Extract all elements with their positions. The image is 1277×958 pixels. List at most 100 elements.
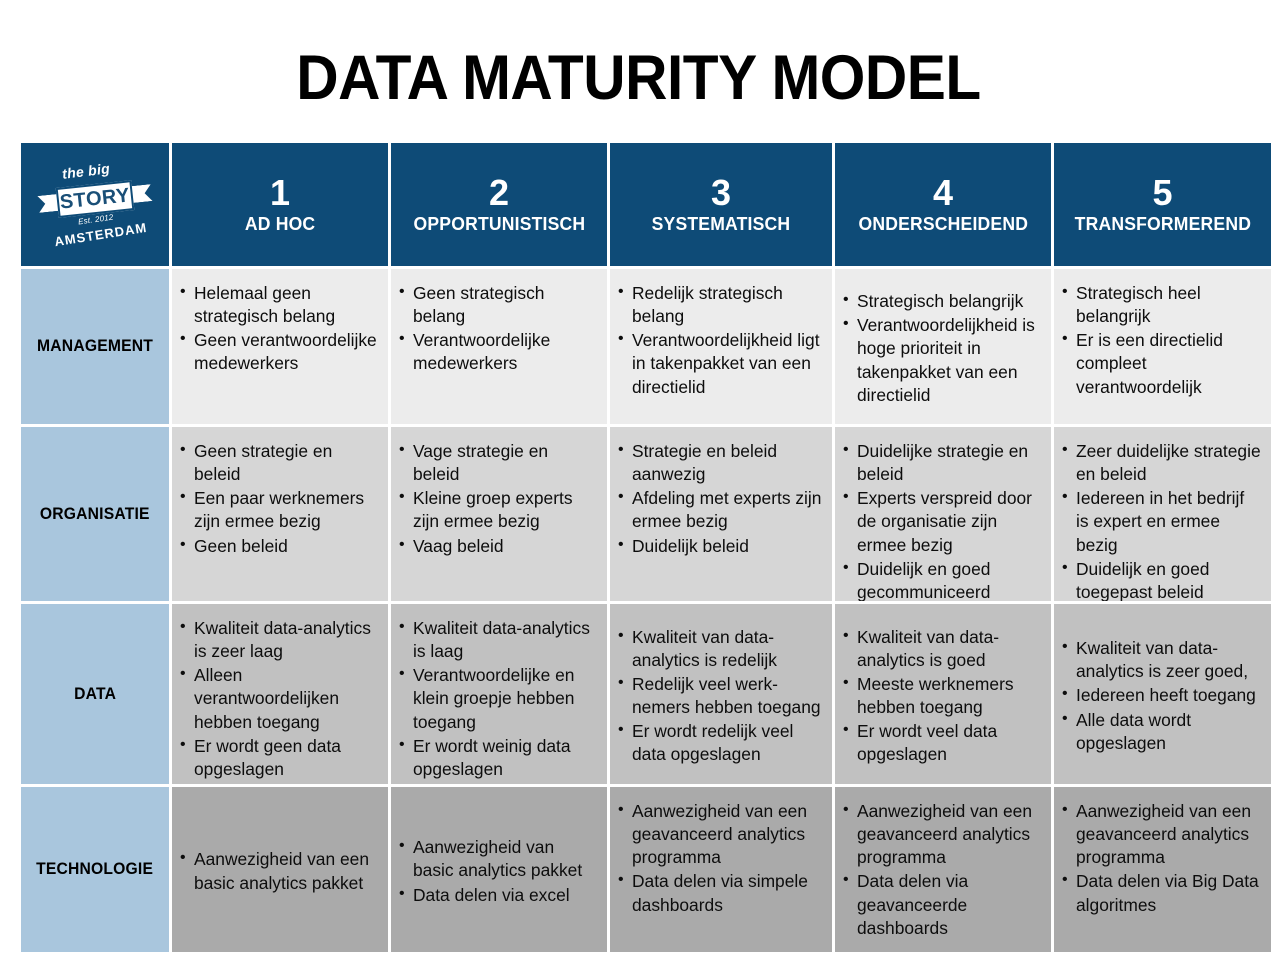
row-label-text: ORGANISATIE bbox=[40, 504, 150, 523]
bullet-list: Kwaliteit van data-analytics is goedMees… bbox=[841, 625, 1041, 768]
bullet-item: Er wordt veel data opgeslagen bbox=[843, 719, 1041, 766]
bullet-item: Duidelijke strategie en beleid bbox=[843, 439, 1041, 486]
bullet-item: Data delen via geavanceerde dashboards bbox=[843, 869, 1041, 939]
matrix-cell-r3-c5: Kwaliteit van data-analytics is zeer goe… bbox=[1054, 604, 1271, 784]
bullet-item: Strategisch heel belangrijk bbox=[1062, 281, 1261, 328]
matrix-cell-r3-c3: Kwaliteit van data-analytics is redelijk… bbox=[610, 604, 832, 784]
bullet-item: Duidelijk en goed gecommuniceerd beleid bbox=[843, 557, 1041, 601]
bullet-list: Geen strategisch belangVerantwoordelijke… bbox=[397, 281, 597, 377]
the-big-story-logo: the big STORY Est. 2012 AMSTERDAM bbox=[32, 159, 158, 251]
matrix-cell-r4-c3: Aanwezigheid van een geavanceerd analyti… bbox=[610, 787, 832, 952]
column-header-2: 2 OPPORTUNISTISCH bbox=[391, 143, 607, 266]
bullet-list: Kwaliteit van data-analytics is zeer goe… bbox=[1060, 636, 1261, 756]
column-header-5: 5 TRANSFORMEREND bbox=[1054, 143, 1271, 266]
bullet-item: Zeer duidelijke strategie en beleid bbox=[1062, 439, 1261, 486]
brand-logo-cell: the big STORY Est. 2012 AMSTERDAM bbox=[21, 143, 169, 266]
bullet-list: Kwaliteit data-analytics is zeer laagAll… bbox=[178, 616, 378, 782]
matrix-cell-r1-c4: Strategisch belangrijkVerantwoordelijkhe… bbox=[835, 269, 1051, 424]
bullet-list: Strategisch heel belangrijkEr is een dir… bbox=[1060, 281, 1261, 400]
bullet-item: Duidelijk en goed toegepast beleid bbox=[1062, 557, 1261, 601]
bullet-item: Kwaliteit data-analytics is zeer laag bbox=[180, 616, 378, 663]
bullet-item: Aanwezigheid van een basic analytics pak… bbox=[180, 847, 378, 894]
bullet-item: Strategisch belangrijk bbox=[843, 289, 1041, 313]
column-name: AD HOC bbox=[244, 213, 316, 235]
row-label-organisatie: ORGANISATIE bbox=[21, 427, 169, 601]
bullet-item: Duidelijk beleid bbox=[618, 534, 822, 558]
row-label-text: MANAGEMENT bbox=[37, 337, 153, 355]
bullet-item: Afdeling met experts zijn ermee bezig bbox=[618, 486, 822, 533]
column-name: TRANSFORMEREND bbox=[1074, 213, 1251, 235]
bullet-list: Redelijk strategisch belangVerantwoordel… bbox=[616, 281, 822, 400]
column-number: 2 bbox=[488, 171, 510, 213]
logo-city: AMSTERDAM bbox=[53, 219, 149, 249]
bullet-item: Aanwezigheid van een geavanceerd analyti… bbox=[618, 799, 822, 869]
bullet-item: Verantwoordelijke en klein groepje hebbe… bbox=[399, 663, 597, 733]
column-name: OPPORTUNISTISCH bbox=[413, 213, 585, 235]
row-label-data: DATA bbox=[21, 604, 169, 784]
column-header-3: 3 SYSTEMATISCH bbox=[610, 143, 832, 266]
logo-ribbon-icon: STORY bbox=[43, 178, 148, 218]
bullet-item: Kleine groep experts zijn ermee bezig bbox=[399, 486, 597, 533]
bullet-item: Data delen via excel bbox=[399, 883, 597, 907]
row-label-technologie: TECHNOLOGIE bbox=[21, 787, 169, 952]
matrix-cell-r4-c2: Aanwezigheid van basic analytics pakketD… bbox=[391, 787, 607, 952]
matrix-cell-r1-c2: Geen strategisch belangVerantwoordelijke… bbox=[391, 269, 607, 424]
matrix-cell-r4-c4: Aanwezigheid van een geavanceerd analyti… bbox=[835, 787, 1051, 952]
matrix-cell-r3-c4: Kwaliteit van data-analytics is goedMees… bbox=[835, 604, 1051, 784]
column-number: 1 bbox=[269, 171, 291, 213]
bullet-list: Aanwezigheid van basic analytics pakketD… bbox=[397, 835, 597, 907]
column-number: 3 bbox=[710, 171, 732, 213]
matrix-cell-r2-c5: Zeer duidelijke strategie en beleidIeder… bbox=[1054, 427, 1271, 601]
matrix-cell-r1-c5: Strategisch heel belangrijkEr is een dir… bbox=[1054, 269, 1271, 424]
bullet-item: Iedereen heeft toegang bbox=[1062, 683, 1261, 707]
bullet-item: Data delen via Big Data algoritmes bbox=[1062, 869, 1261, 916]
matrix-cell-r2-c2: Vage strategie en beleidKleine groep exp… bbox=[391, 427, 607, 601]
bullet-list: Kwaliteit van data-analytics is redelijk… bbox=[616, 625, 822, 768]
maturity-matrix: the big STORY Est. 2012 AMSTERDAM 1 AD H… bbox=[21, 143, 1271, 952]
matrix-cell-r4-c5: Aanwezigheid van een geavanceerd analyti… bbox=[1054, 787, 1271, 952]
matrix-cell-r2-c4: Duidelijke strategie en beleidExperts ve… bbox=[835, 427, 1051, 601]
bullet-list: Duidelijke strategie en beleidExperts ve… bbox=[841, 439, 1041, 601]
column-name: ONDERSCHEIDEND bbox=[858, 213, 1028, 235]
column-number: 5 bbox=[1152, 171, 1173, 213]
bullet-item: Aanwezigheid van basic analytics pakket bbox=[399, 835, 597, 882]
bullet-item: Kwaliteit van data-analytics is zeer goe… bbox=[1062, 636, 1261, 683]
bullet-item: Data delen via simpele dashboards bbox=[618, 869, 822, 916]
bullet-list: Geen strategie en beleidEen paar werknem… bbox=[178, 439, 378, 559]
page-title: DATA MATURITY MODEL bbox=[296, 43, 981, 113]
bullet-item: Er wordt redelijk veel data opgeslagen bbox=[618, 719, 822, 766]
bullet-item: Kwaliteit data-analytics is laag bbox=[399, 616, 597, 663]
column-name: SYSTEMATISCH bbox=[651, 213, 791, 235]
column-header-1: 1 AD HOC bbox=[172, 143, 388, 266]
bullet-item: Kwaliteit van data-analytics is goed bbox=[843, 625, 1041, 672]
bullet-item: Helemaal geen strategisch belang bbox=[180, 281, 378, 328]
bullet-item: Aanwezigheid van een geavanceerd analyti… bbox=[843, 799, 1041, 869]
bullet-list: Strategisch belangrijkVerantwoordelijkhe… bbox=[841, 289, 1041, 408]
row-label-text: TECHNOLOGIE bbox=[36, 860, 154, 878]
bullet-item: Verantwoordelijkheid ligt in takenpakket… bbox=[618, 328, 822, 398]
matrix-cell-r4-c1: Aanwezigheid van een basic analytics pak… bbox=[172, 787, 388, 952]
bullet-list: Helemaal geen strategisch belangGeen ver… bbox=[178, 281, 378, 377]
bullet-item: Aanwezigheid van een geavanceerd analyti… bbox=[1062, 799, 1261, 869]
bullet-item: Iedereen in het bedrijf is expert en erm… bbox=[1062, 486, 1261, 556]
matrix-cell-r3-c1: Kwaliteit data-analytics is zeer laagAll… bbox=[172, 604, 388, 784]
matrix-cell-r1-c3: Redelijk strategisch belangVerantwoordel… bbox=[610, 269, 832, 424]
bullet-list: Zeer duidelijke strategie en beleidIeder… bbox=[1060, 439, 1261, 601]
bullet-item: Een paar werknemers zijn ermee bezig bbox=[180, 486, 378, 533]
bullet-item: Vage strategie en beleid bbox=[399, 439, 597, 486]
bullet-item: Er wordt weinig data opgeslagen bbox=[399, 734, 597, 781]
row-label-text: DATA bbox=[74, 684, 116, 703]
bullet-item: Geen verantwoordelijke medewerkers bbox=[180, 328, 378, 375]
bullet-item: Geen strategie en beleid bbox=[180, 439, 378, 486]
bullet-item: Geen strategisch belang bbox=[399, 281, 597, 328]
bullet-list: Aanwezigheid van een geavanceerd analyti… bbox=[1060, 799, 1261, 918]
bullet-list: Strategie en beleid aanwezigAfdeling met… bbox=[616, 439, 822, 559]
bullet-item: Alleen verantwoordelijken hebben toegang bbox=[180, 663, 378, 733]
bullet-item: Redelijk veel werk-nemers hebben toegang bbox=[618, 672, 822, 719]
bullet-item: Experts verspreid door de organisatie zi… bbox=[843, 486, 1041, 556]
column-header-4: 4 ONDERSCHEIDEND bbox=[835, 143, 1051, 266]
matrix-cell-r1-c1: Helemaal geen strategisch belangGeen ver… bbox=[172, 269, 388, 424]
column-number: 4 bbox=[932, 171, 954, 213]
bullet-item: Verantwoordelijke medewerkers bbox=[399, 328, 597, 375]
